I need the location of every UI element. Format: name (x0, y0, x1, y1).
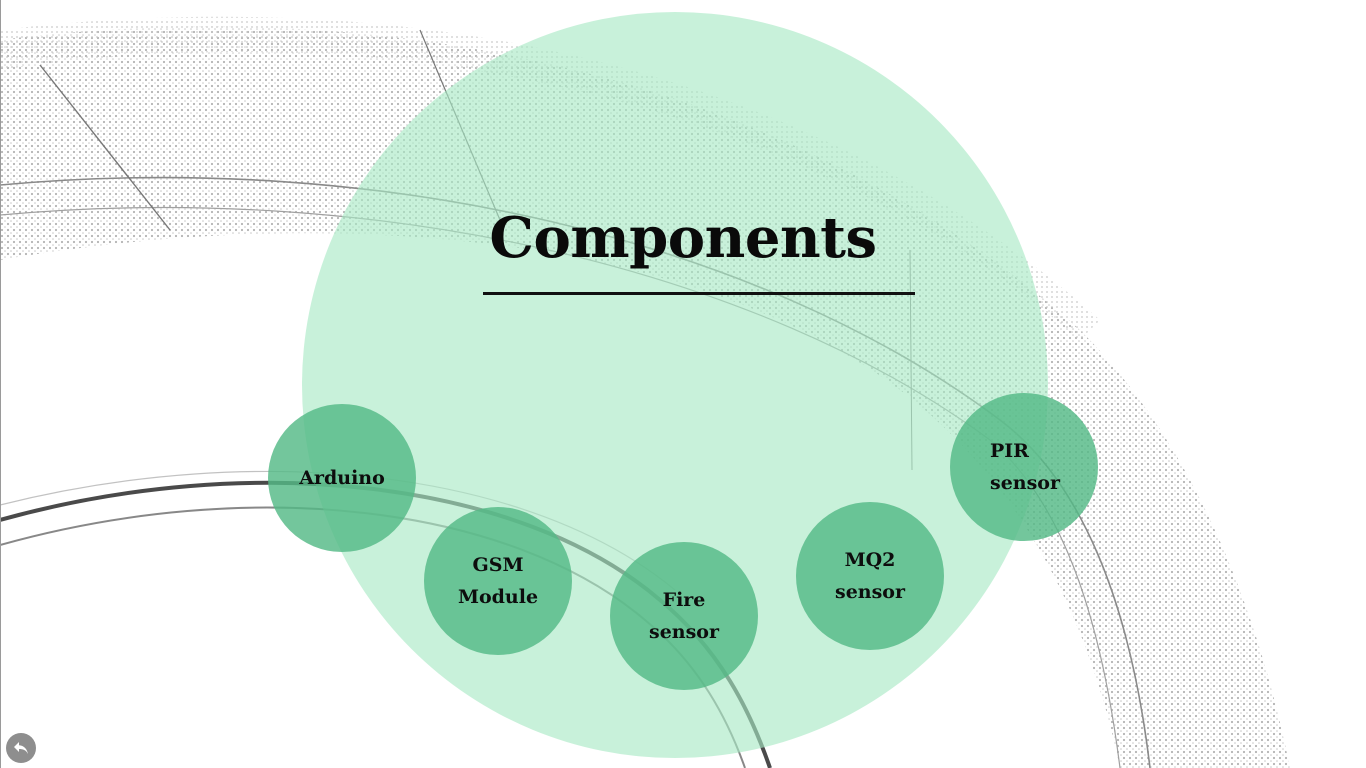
component-label-line1: GSM (472, 554, 524, 576)
component-node-arduino[interactable]: Arduino (268, 404, 416, 552)
left-edge-border (0, 0, 1, 768)
component-label: GSM Module (443, 549, 553, 613)
component-label-line1: MQ2 (844, 549, 896, 571)
component-label-line1: Arduino (299, 467, 385, 489)
component-label-line2: sensor (835, 581, 905, 603)
component-label-line2: sensor (990, 472, 1060, 494)
component-label: Fire sensor (629, 584, 739, 648)
component-label: MQ2 sensor (815, 544, 925, 608)
component-label: PIR sensor (950, 435, 1098, 499)
component-node-mq2-sensor[interactable]: MQ2 sensor (796, 502, 944, 650)
slide-title: Components (489, 205, 877, 271)
back-button[interactable] (6, 733, 36, 763)
title-underline (483, 292, 915, 295)
component-node-gsm-module[interactable]: GSM Module (424, 507, 572, 655)
component-label-line2: Module (457, 586, 539, 608)
component-label-line2: sensor (649, 621, 719, 643)
component-label: Arduino (287, 462, 397, 494)
undo-arrow-icon (14, 742, 28, 754)
component-node-fire-sensor[interactable]: Fire sensor (610, 542, 758, 690)
component-node-pir-sensor[interactable]: PIR sensor (950, 393, 1098, 541)
component-label-line1: PIR (990, 440, 1029, 462)
component-label-line1: Fire (662, 589, 706, 611)
